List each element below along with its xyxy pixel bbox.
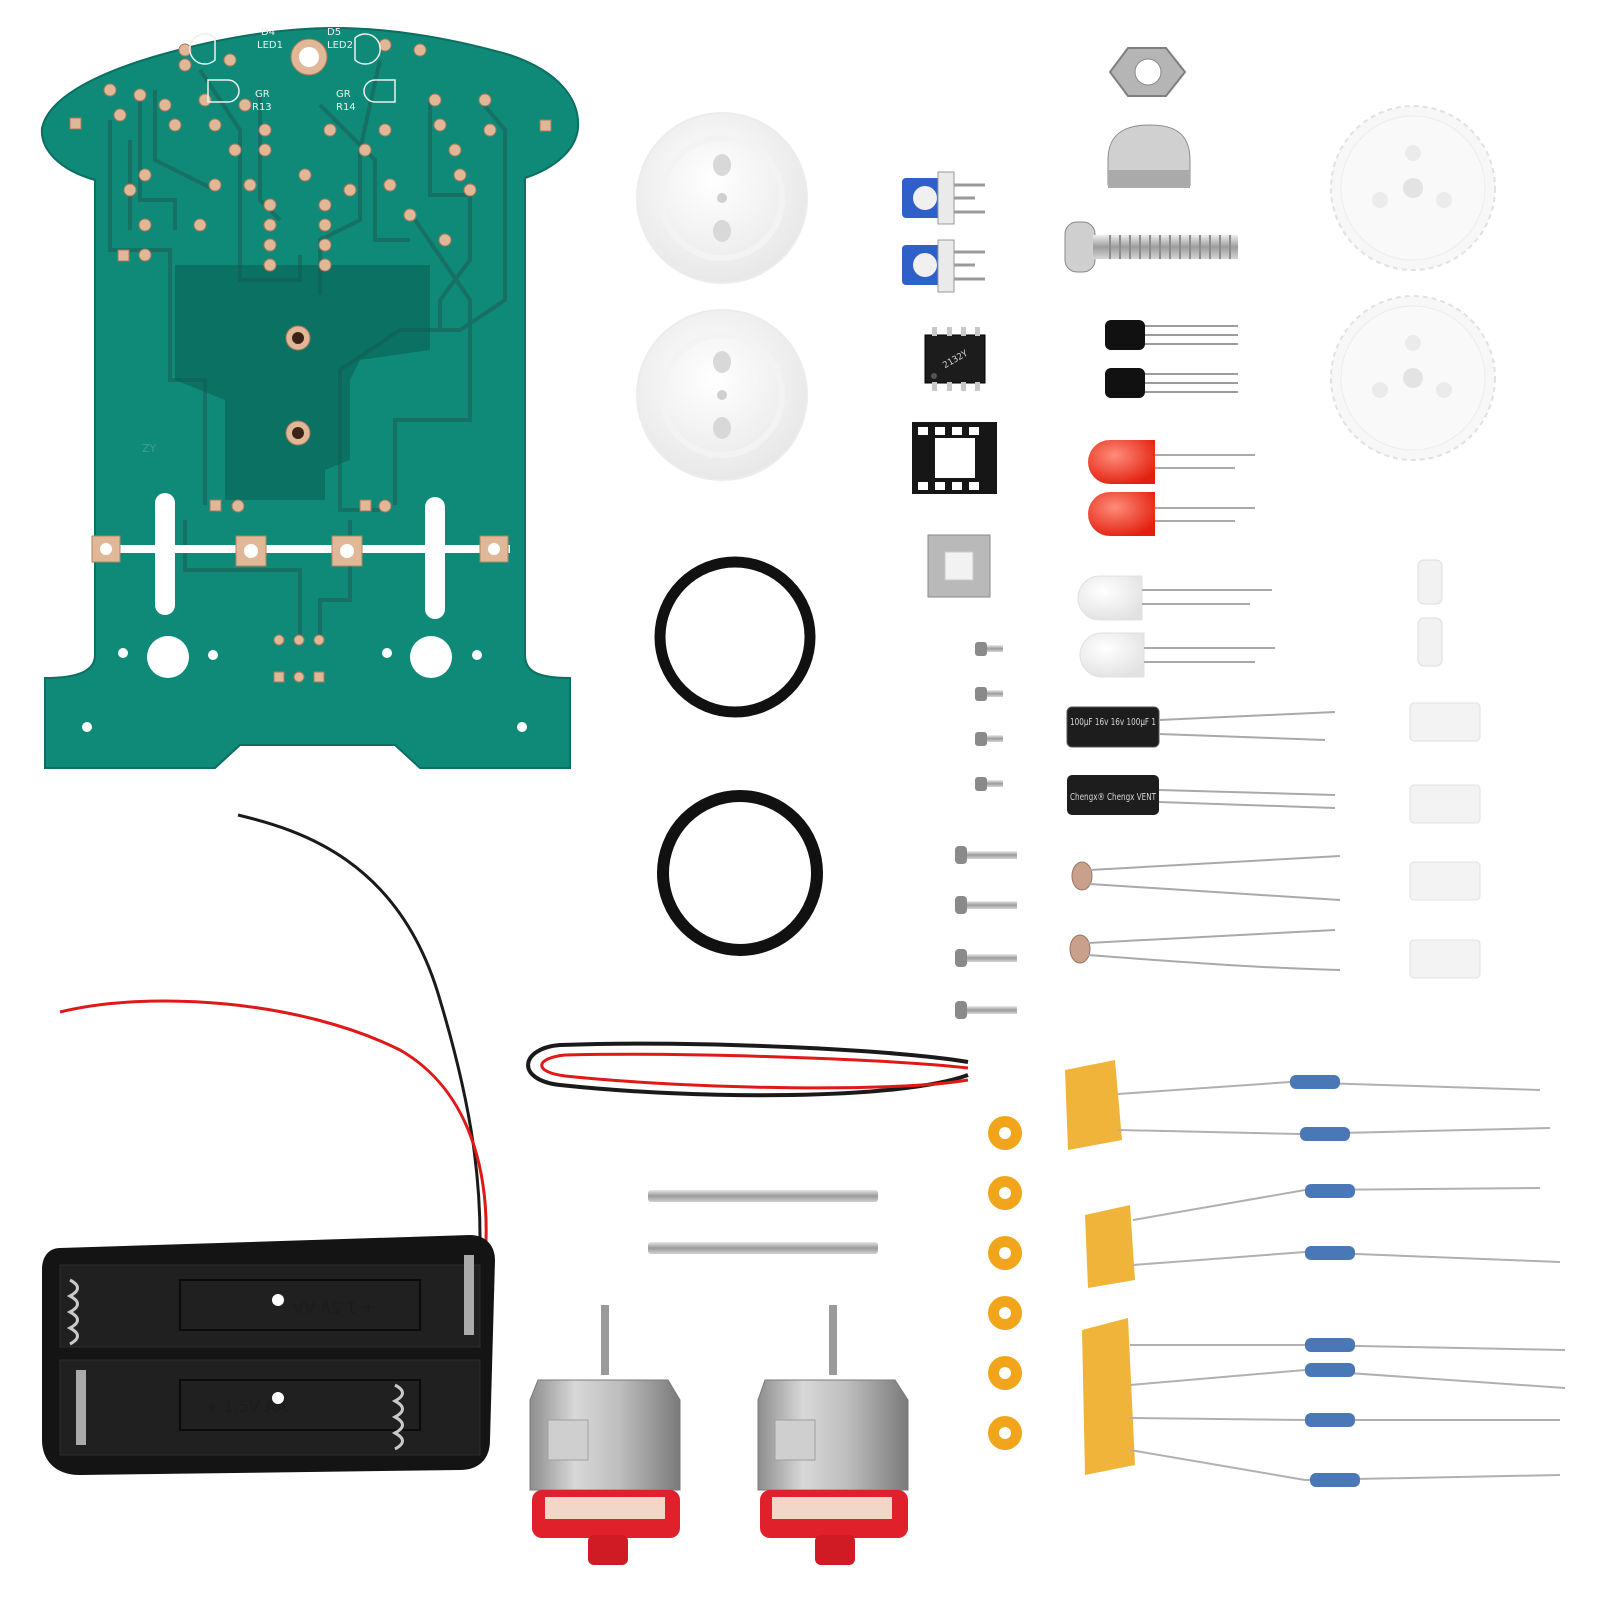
gear-large-1 [1330,105,1496,271]
pcb-label-led2: LED2 [327,40,353,51]
led-red-1 [1088,440,1255,484]
dc-motor-2 [757,1305,909,1565]
small-screws [975,642,1003,791]
led-white-2 [1079,632,1275,678]
wheel-top [636,112,808,284]
resistor-strip-3 [1082,1318,1566,1487]
plastic-spacers [1409,702,1481,979]
jumper-wire [526,1041,969,1098]
potentiometer-1 [902,171,985,225]
pcb-label-r13: R13 [252,102,272,113]
capacitor-1-label: 100μF 16v 16v 100μF 1 [1070,717,1156,728]
potentiometer-2 [902,239,985,293]
transistor-1 [1105,320,1238,350]
ic-socket [912,422,997,494]
capacitor-1: 100μF 16v 16v 100μF 1 [1066,706,1336,748]
push-switch [927,534,991,598]
pcb-label-gr-right: GR [336,89,351,100]
ic-chip: 2132Y [924,327,986,391]
o-ring-1 [654,556,816,718]
axle-rod-2 [648,1242,878,1254]
battery-slot-1-label: + 1.5V AA [293,1298,375,1317]
gear-large-2 [1330,295,1496,461]
battery-wires [59,813,488,1321]
o-ring-2 [657,790,823,956]
orange-washers [988,1116,1022,1450]
transistor-2 [1105,368,1238,398]
pcb-label-d4: D4 [261,27,275,38]
led-white-1 [1077,575,1272,621]
cap-nut [1107,124,1191,188]
worm-gears [1417,559,1443,667]
machine-bolt [1064,221,1238,273]
pcb-label-r14: R14 [336,102,356,113]
resistor-strip-2 [1085,1184,1561,1288]
tapping-screws [955,846,1017,1019]
wheel-bottom [636,309,808,481]
pcb-board: D4 LED1 D5 LED2 GR R13 GR R14 ZY [40,26,580,769]
photoresistor-2 [1069,929,1341,971]
photoresistor-1 [1071,855,1341,901]
resistor-strip-1 [1065,1060,1551,1150]
pcb-label-led1: LED1 [257,40,283,51]
led-red-2 [1088,492,1255,536]
pcb-label-d5: D5 [327,27,341,38]
capacitor-2: Chengx® Chengx VENT [1067,775,1336,815]
hex-nut [1108,47,1187,97]
pcb-label-zy: ZY [142,442,157,455]
axle-rod-1 [648,1190,878,1202]
pcb-label-gr-left: GR [255,89,270,100]
capacitor-2-label: Chengx® Chengx VENT [1070,792,1157,803]
battery-holder: + 1.5V AA + 1.5V AA [42,1235,495,1475]
dc-motor-1 [529,1305,681,1565]
battery-slot-2-label: + 1.5V AA [205,1397,287,1416]
